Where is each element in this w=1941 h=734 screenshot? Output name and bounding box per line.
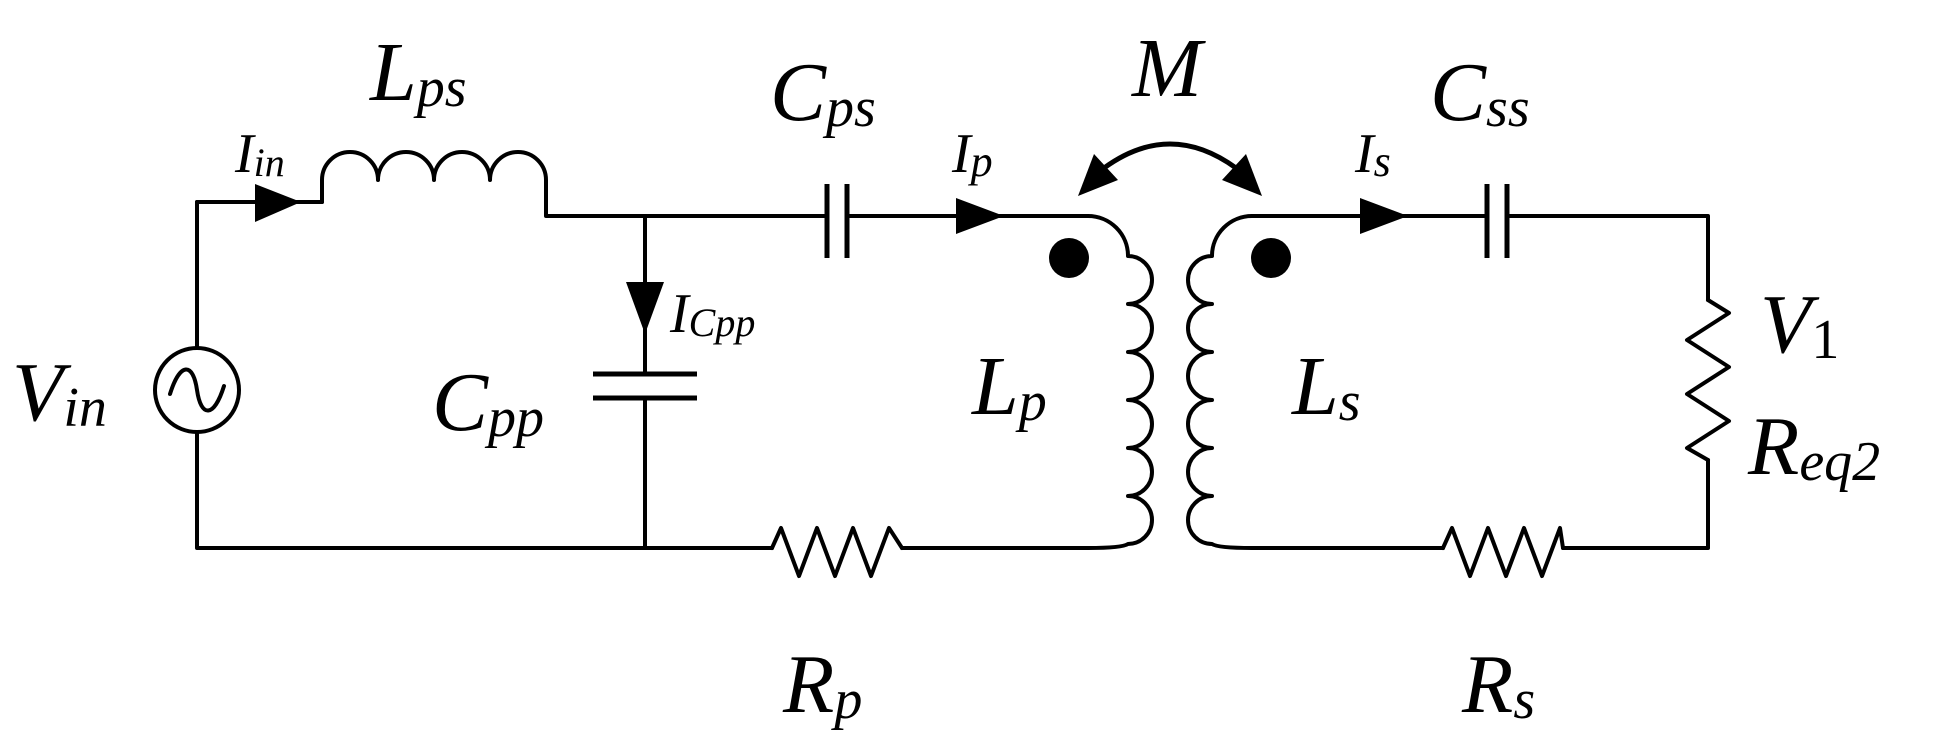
resistor-rs <box>1441 526 1565 578</box>
inductor-lps <box>320 150 552 218</box>
label-lp: Lp <box>971 340 1047 433</box>
capacitor-css <box>1484 184 1510 258</box>
label-icpp: ICpp <box>669 283 755 345</box>
label-css: Css <box>1430 46 1530 139</box>
ac-voltage-source <box>153 346 241 434</box>
label-vin: Vin <box>12 346 107 439</box>
capacitor-cps <box>824 184 850 258</box>
secondary-wires <box>1250 214 1710 550</box>
current-arrow-icpp <box>626 282 664 334</box>
label-cps: Cps <box>770 46 876 139</box>
label-req2: Req2 <box>1747 400 1880 493</box>
dot-marker-primary <box>1049 238 1089 278</box>
current-arrow-is <box>1360 198 1408 234</box>
inductor-ls <box>1186 214 1291 550</box>
label-v1: V1 <box>1760 278 1839 371</box>
label-m: M <box>1131 22 1206 115</box>
label-is: Is <box>1354 123 1391 186</box>
mutual-inductance-arrow <box>1078 141 1262 196</box>
label-ip: Ip <box>951 123 993 186</box>
dot-marker-secondary <box>1251 238 1291 278</box>
label-lps: Lps <box>369 26 467 119</box>
current-arrow-iin <box>255 184 301 222</box>
current-arrow-ip <box>956 198 1004 234</box>
label-rp: Rp <box>782 638 862 731</box>
label-rs: Rs <box>1461 638 1535 731</box>
inductor-lp <box>1049 214 1154 550</box>
resistor-rp <box>770 526 904 578</box>
label-cpp: Cpp <box>432 356 544 449</box>
resistor-req2 <box>1685 298 1731 462</box>
label-iin: Iin <box>234 123 285 185</box>
label-ls: Ls <box>1291 340 1361 433</box>
capacitor-cpp <box>593 371 697 401</box>
